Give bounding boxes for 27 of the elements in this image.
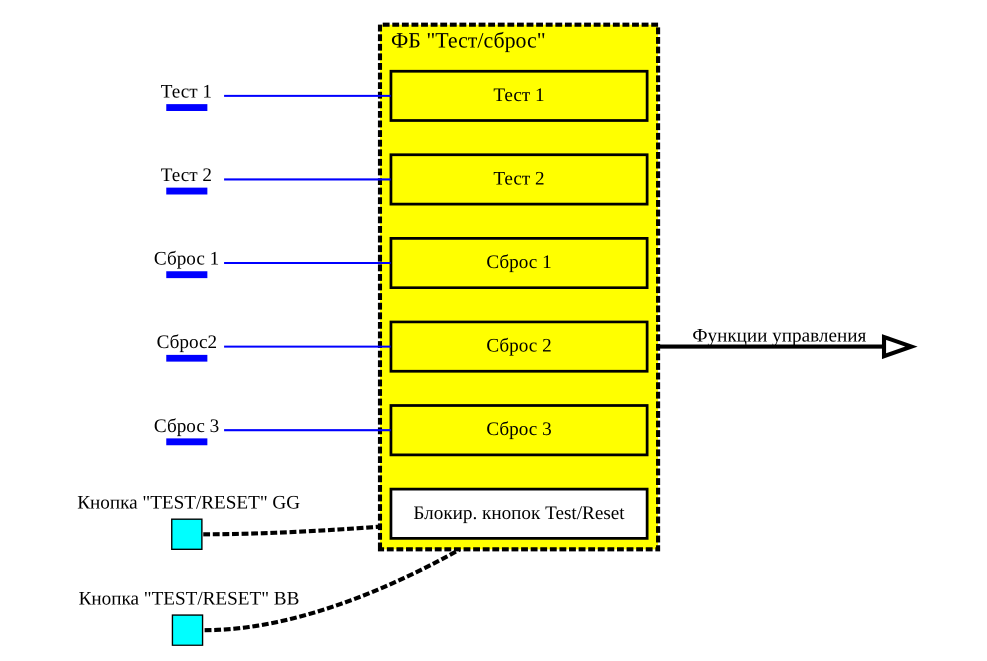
node-label: Сброс2 [156, 332, 218, 354]
connector [224, 429, 391, 432]
node-box [166, 354, 208, 362]
connector [224, 178, 391, 180]
arrow [658, 334, 918, 360]
node-box: Сброс 3 [390, 404, 648, 456]
node-box: Блокир. кнопок Test/Reset [390, 488, 648, 540]
edge-label: Функции управления [692, 325, 866, 346]
node-label: Сброс 1 [154, 248, 220, 270]
node-box: Сброс 2 [390, 320, 648, 373]
node-box [166, 188, 208, 195]
connector [203, 524, 380, 536]
node-label: Кнопка "TEST/RESET" GG [77, 492, 300, 514]
node-box: Тест 1 [390, 70, 648, 122]
node-label: Тест 1 [160, 82, 212, 103]
node-box [166, 104, 208, 111]
connector [224, 262, 391, 264]
node-box: Тест 2 [390, 153, 648, 206]
node-box [166, 438, 208, 446]
node-label: Тест 2 [160, 165, 212, 186]
node-box: Сброс 1 [390, 237, 648, 290]
connector [224, 94, 391, 97]
connector [224, 346, 391, 348]
node-box [166, 271, 208, 278]
node-label: Сброс 3 [154, 416, 220, 437]
connector [204, 548, 461, 632]
node-label: Кнопка "TEST/RESET" BB [78, 588, 300, 610]
